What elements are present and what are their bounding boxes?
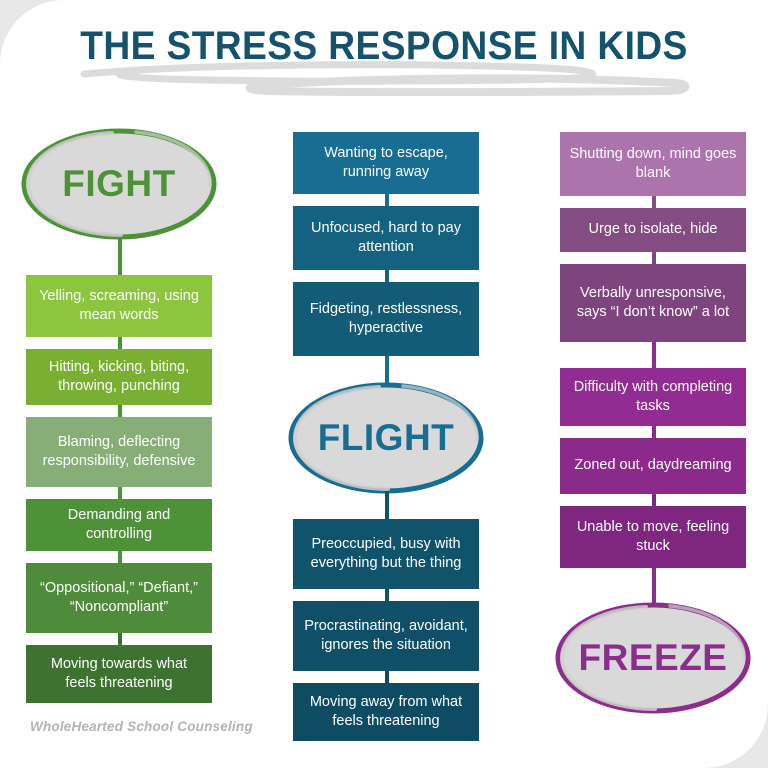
oval-label-freeze: FREEZE xyxy=(578,637,728,678)
stem-freeze-6 xyxy=(652,568,656,604)
stem-freeze-5 xyxy=(652,494,656,506)
stem-flight-2 xyxy=(385,270,389,282)
stem-freeze-3 xyxy=(652,342,656,368)
node-flight-3: Fidgeting, restlessness, hyperactive xyxy=(293,282,479,356)
node-fight-1: Yelling, screaming, using mean words xyxy=(26,275,212,337)
stem-flight-6 xyxy=(385,671,389,683)
stem-fight-5 xyxy=(118,633,122,645)
node-freeze-5: Zoned out, daydreaming xyxy=(560,438,746,494)
stem-fight-1 xyxy=(118,337,122,349)
node-text: “Oppositional,” “Defiant,” “Noncompliant… xyxy=(40,579,198,615)
node-fight-3: Blaming, deflecting responsibility, defe… xyxy=(26,417,212,487)
oval-label-fight: FIGHT xyxy=(62,163,176,204)
node-text: Blaming, deflecting responsibility, defe… xyxy=(42,433,196,469)
node-text: Moving away from what feels threatening xyxy=(309,693,463,729)
node-text: Yelling, screaming, using mean words xyxy=(39,287,199,323)
node-fight-2: Hitting, kicking, biting, throwing, punc… xyxy=(26,349,212,405)
node-fight-6: Moving towards what feels threatening xyxy=(26,645,212,703)
column-fight: FIGHT Yelling, screaming, using mean wor… xyxy=(6,0,226,768)
node-flight-2: Unfocused, hard to pay attention xyxy=(293,206,479,270)
title-underline-swoosh xyxy=(80,61,690,96)
node-text: Urge to isolate, hide xyxy=(588,221,718,238)
oval-flight: FLIGHT xyxy=(275,376,497,500)
stem-fight-3 xyxy=(118,487,122,499)
stem-flight-4 xyxy=(385,491,389,519)
stem-flight-5 xyxy=(385,589,389,601)
stem-fight-4 xyxy=(118,551,122,563)
node-text: Fidgeting, restlessness, hyperactive xyxy=(309,300,463,336)
title-block: THE STRESS RESPONSE IN KIDS xyxy=(0,24,768,69)
node-text: Unable to move, feeling stuck xyxy=(576,518,730,554)
stem-flight-3 xyxy=(385,356,389,390)
node-fight-5: “Oppositional,” “Defiant,” “Noncompliant… xyxy=(26,563,212,633)
node-flight-1: Wanting to escape, running away xyxy=(293,132,479,194)
node-text: Wanting to escape, running away xyxy=(324,144,448,180)
attribution-text: WholeHearted School Counseling xyxy=(30,719,253,734)
node-text: Verbally unresponsive, says “I don’t kno… xyxy=(576,284,730,320)
column-flight: Wanting to escape, running away Unfocuse… xyxy=(273,0,493,768)
node-text: Zoned out, daydreaming xyxy=(574,457,732,474)
node-freeze-3: Verbally unresponsive, says “I don’t kno… xyxy=(560,264,746,342)
node-freeze-4: Difficulty with completing tasks xyxy=(560,368,746,426)
oval-freeze: FREEZE xyxy=(542,596,764,720)
stem-fight-0 xyxy=(118,237,122,275)
node-text: Shutting down, mind goes blank xyxy=(569,145,737,181)
node-text: Moving towards what feels threatening xyxy=(50,655,188,691)
stem-fight-2 xyxy=(118,405,122,417)
node-text: Procrastinating, avoidant, ignores the s… xyxy=(304,617,468,653)
node-flight-6: Moving away from what feels threatening xyxy=(293,683,479,741)
stem-freeze-1 xyxy=(652,196,656,208)
oval-label-flight: FLIGHT xyxy=(317,417,455,458)
oval-fight: FIGHT xyxy=(8,122,230,246)
node-text: Demanding and controlling xyxy=(67,506,171,542)
stem-freeze-2 xyxy=(652,252,656,264)
stem-freeze-4 xyxy=(652,426,656,438)
page-title: THE STRESS RESPONSE IN KIDS xyxy=(80,24,688,68)
node-flight-5: Procrastinating, avoidant, ignores the s… xyxy=(293,601,479,671)
node-freeze-2: Urge to isolate, hide xyxy=(560,208,746,252)
node-text: Difficulty with completing tasks xyxy=(573,378,733,414)
node-flight-4: Preoccupied, busy with everything but th… xyxy=(293,519,479,589)
node-text: Hitting, kicking, biting, throwing, punc… xyxy=(48,358,190,394)
node-text: Unfocused, hard to pay attention xyxy=(311,219,461,255)
column-freeze: Shutting down, mind goes blank Urge to i… xyxy=(540,0,760,768)
node-freeze-1: Shutting down, mind goes blank xyxy=(560,132,746,196)
node-fight-4: Demanding and controlling xyxy=(26,499,212,551)
node-freeze-6: Unable to move, feeling stuck xyxy=(560,506,746,568)
node-text: Preoccupied, busy with everything but th… xyxy=(310,535,462,571)
stem-flight-1 xyxy=(385,194,389,206)
